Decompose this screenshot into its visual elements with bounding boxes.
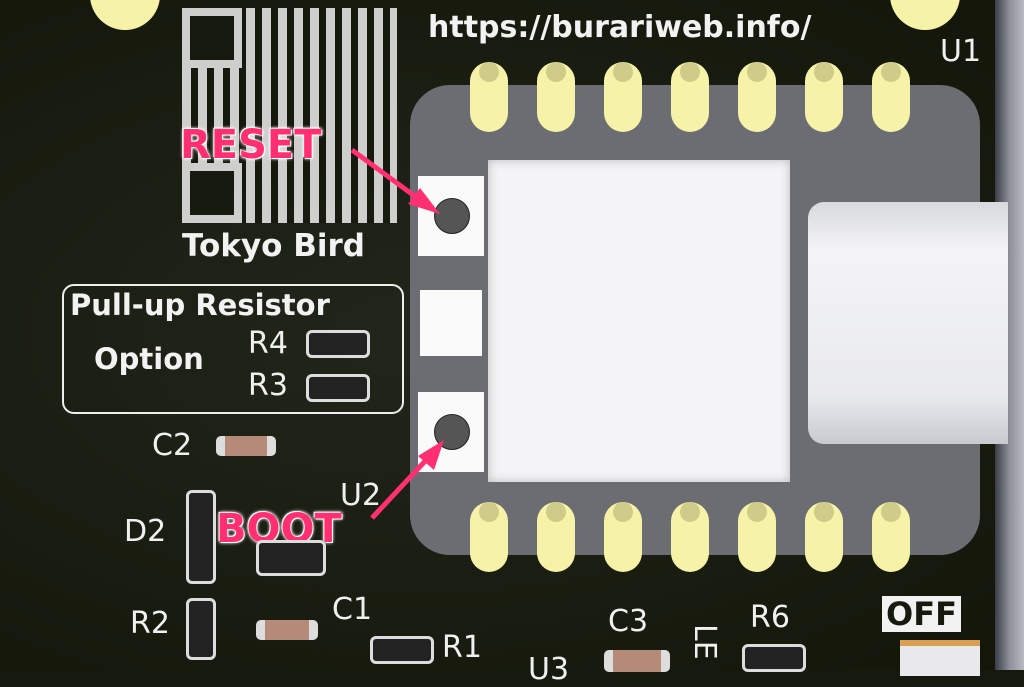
logo-caption: Tokyo Bird xyxy=(182,228,365,264)
r2-footprint xyxy=(186,598,216,660)
option-subtitle: Option xyxy=(94,342,204,376)
r3-label: R3 xyxy=(248,368,288,403)
annotation-arrows xyxy=(350,147,444,520)
url-silkscreen: https://burariweb.info/ xyxy=(428,10,812,45)
u2-label: U2 xyxy=(340,478,382,513)
u2-footprint xyxy=(256,540,326,576)
r2-label: R2 xyxy=(130,606,170,641)
r3-footprint xyxy=(306,374,370,402)
r6-footprint xyxy=(742,644,806,672)
c3-footprint xyxy=(604,650,670,672)
switch-off-label: OFF xyxy=(882,596,961,632)
r4-label: R4 xyxy=(248,326,288,361)
option-title: Pull-up Resistor xyxy=(70,288,330,322)
boot-arrow-head xyxy=(418,440,444,470)
boot-arrow xyxy=(370,456,430,520)
c3-label: C3 xyxy=(608,604,649,639)
c1-footprint xyxy=(256,620,318,640)
r1-footprint xyxy=(370,636,434,664)
r1-label: R1 xyxy=(442,630,482,665)
reset-arrow xyxy=(350,147,422,203)
r6-label: R6 xyxy=(750,600,790,635)
power-switch[interactable] xyxy=(900,640,980,676)
reset-button[interactable] xyxy=(418,176,484,256)
c2-label: C2 xyxy=(152,428,193,463)
reset-arrow-head xyxy=(408,188,440,214)
reset-annotation: RESET xyxy=(180,122,322,168)
option-box: Pull-up Resistor Option R4 R3 xyxy=(62,284,404,414)
led-label: LE xyxy=(687,624,722,660)
rf-shield xyxy=(488,160,790,482)
c1-label: C1 xyxy=(332,592,373,627)
reset-button-actuator[interactable] xyxy=(434,198,470,234)
led-window xyxy=(420,290,482,356)
usb-c-connector[interactable] xyxy=(808,202,1008,444)
r4-footprint xyxy=(306,330,370,358)
c2-footprint xyxy=(216,436,276,456)
d2-footprint xyxy=(186,490,216,584)
d2-label: D2 xyxy=(124,514,167,549)
qr-code xyxy=(182,8,397,223)
u1-label: U1 xyxy=(940,34,982,69)
